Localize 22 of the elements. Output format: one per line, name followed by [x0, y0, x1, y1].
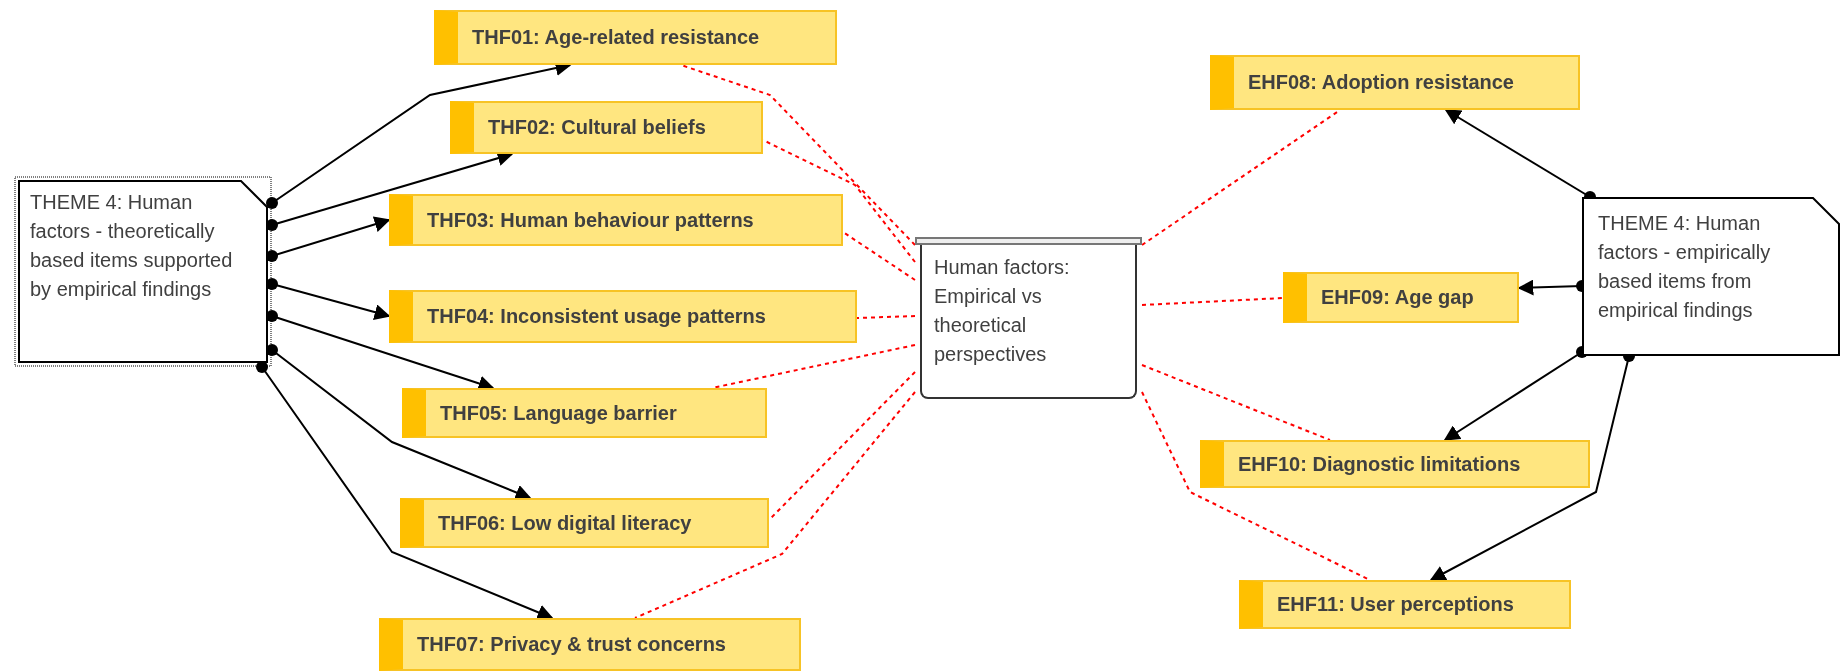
dashed-connector [634, 391, 916, 619]
item-box: THF07: Privacy & trust concerns [379, 618, 801, 671]
dashed-connector [1141, 364, 1331, 441]
item-box: THF05: Language barrier [402, 388, 767, 438]
arrow [256, 361, 554, 620]
item-box: THF06: Low digital literacy [400, 498, 769, 548]
arrow [1443, 346, 1588, 441]
theme-note: THEME 4: Human factors - theoretically based items supported by empirical findings [14, 176, 272, 367]
dashed-connector [680, 64, 916, 246]
dashed-connector [856, 315, 916, 319]
item-box: EHF11: User perceptions [1239, 580, 1571, 629]
item-box: EHF08: Adoption resistance [1210, 55, 1580, 110]
item-box: THF02: Cultural beliefs [450, 101, 763, 154]
item-box: EHF09: Age gap [1283, 272, 1519, 323]
item-box: THF03: Human behaviour patterns [389, 194, 843, 246]
theme-note: THEME 4: Human factors - empirically based items from empirical findings [1582, 197, 1840, 356]
dashed-connector [842, 231, 916, 281]
item-box: THF01: Age-related resistance [434, 10, 837, 65]
item-box: EHF10: Diagnostic limitations [1200, 440, 1590, 488]
item-box: THF04: Inconsistent usage patterns [389, 290, 857, 343]
dashed-connector [768, 371, 916, 521]
dashed-connector [1141, 297, 1284, 306]
